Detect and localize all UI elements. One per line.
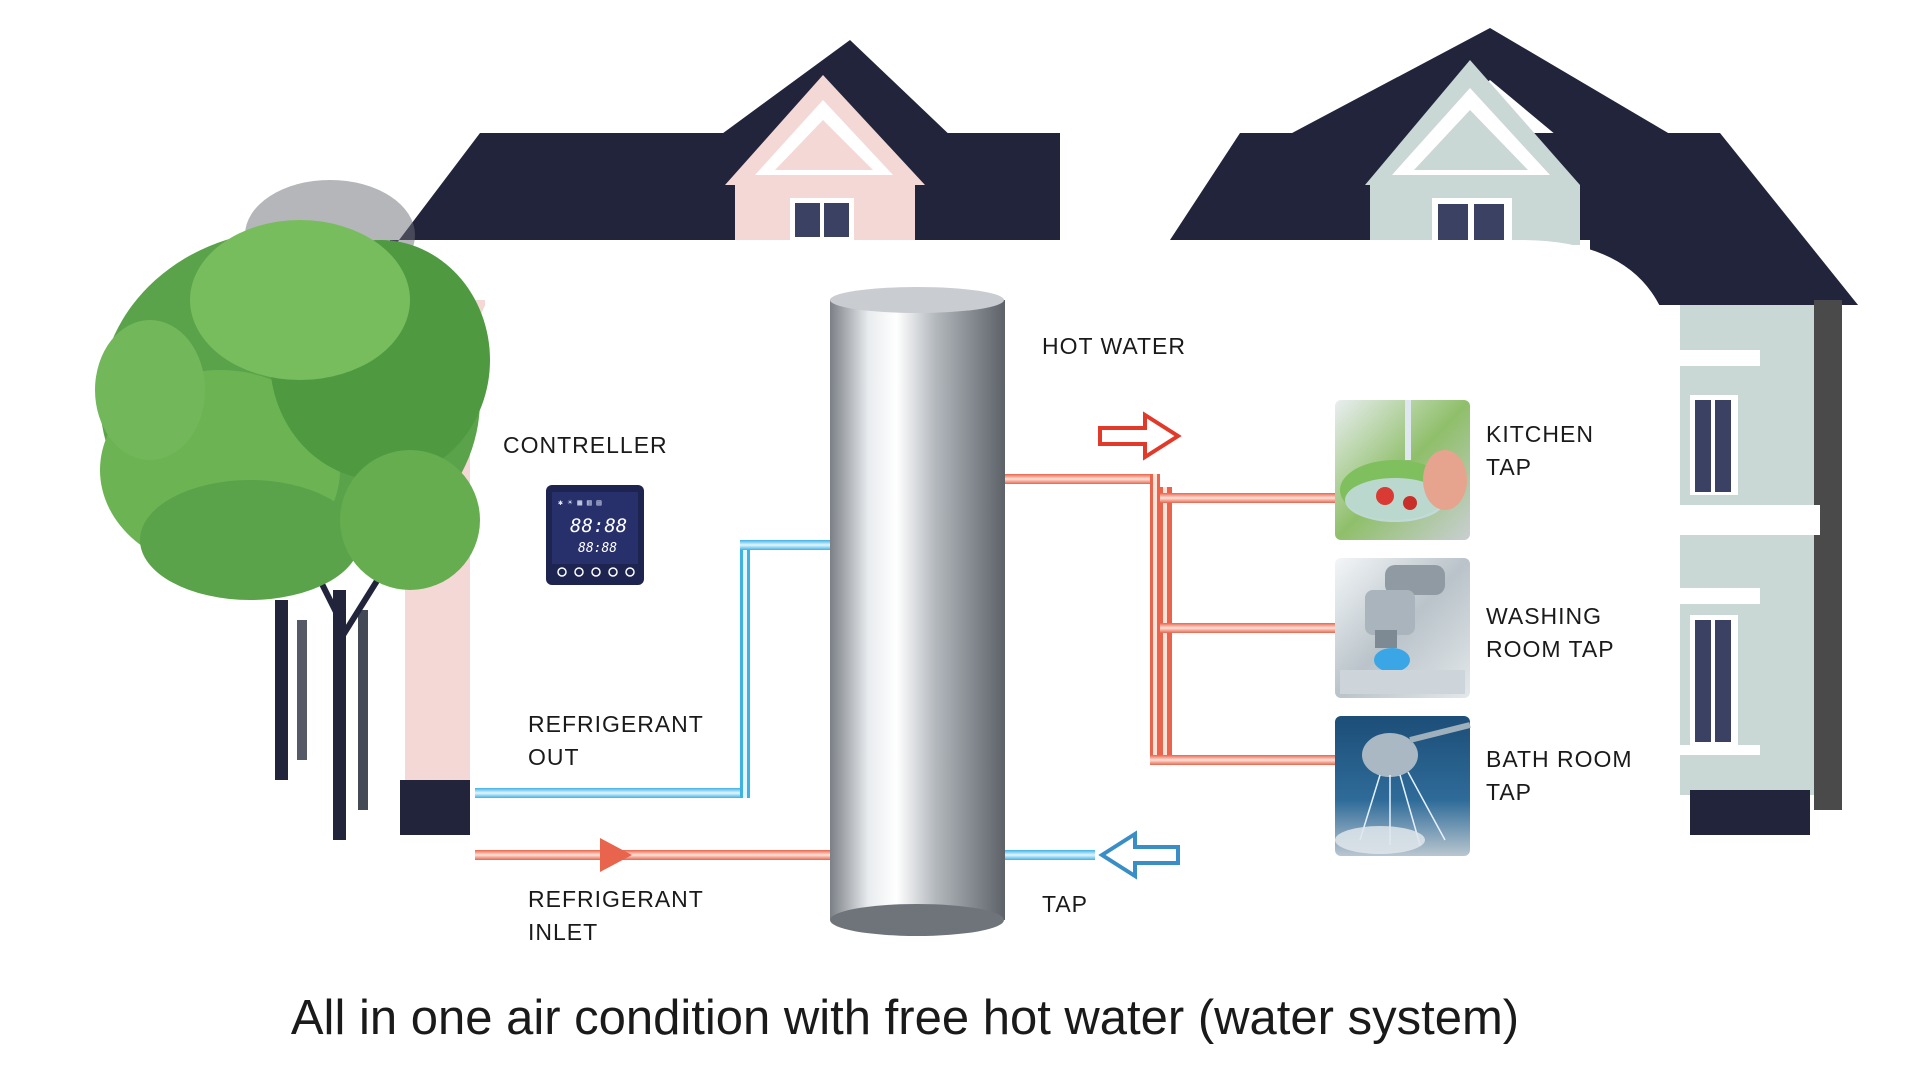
- controller-display-row2: 88:88: [578, 541, 617, 556]
- shower-photo: [1335, 716, 1471, 856]
- caption: All in one air condition with free hot w…: [290, 991, 1520, 1045]
- hot-pipes: [475, 474, 1335, 860]
- inlet-arrow-icon: [600, 838, 632, 872]
- tree-icon: [95, 180, 490, 840]
- svg-text:✱ ☀ ▦ ▥ ▤: ✱ ☀ ▦ ▥ ▤: [558, 498, 602, 507]
- kitchen-tap-photo: [1335, 400, 1470, 540]
- tap-label: TAP: [1042, 891, 1089, 917]
- cold-pipes: [475, 540, 1095, 860]
- washing-room-tap-label: WASHING ROOM TAP: [1486, 603, 1615, 662]
- bath-room-tap-label: BATH ROOM TAP: [1486, 746, 1633, 805]
- hot-water-label: HOT WATER: [1042, 333, 1187, 359]
- arrow-left-icon: [1098, 830, 1180, 880]
- controller-display-row1: 88:88: [570, 515, 627, 537]
- kitchen-tap-label: KITCHEN TAP: [1486, 421, 1594, 480]
- controller-label: CONTRELLER: [503, 432, 668, 458]
- tank-icon: [830, 287, 1005, 936]
- washing-tap-photo: [1335, 558, 1470, 698]
- refrigerant-inlet-label: REFRIGERANT INLET: [528, 886, 704, 945]
- controller-icon: ✱ ☀ ▦ ▥ ▤ 88:88 88:88: [546, 485, 644, 585]
- arrow-right-icon: [1098, 411, 1182, 461]
- right-house: [1170, 28, 1858, 835]
- refrigerant-out-label: REFRIGERANT OUT: [528, 711, 704, 770]
